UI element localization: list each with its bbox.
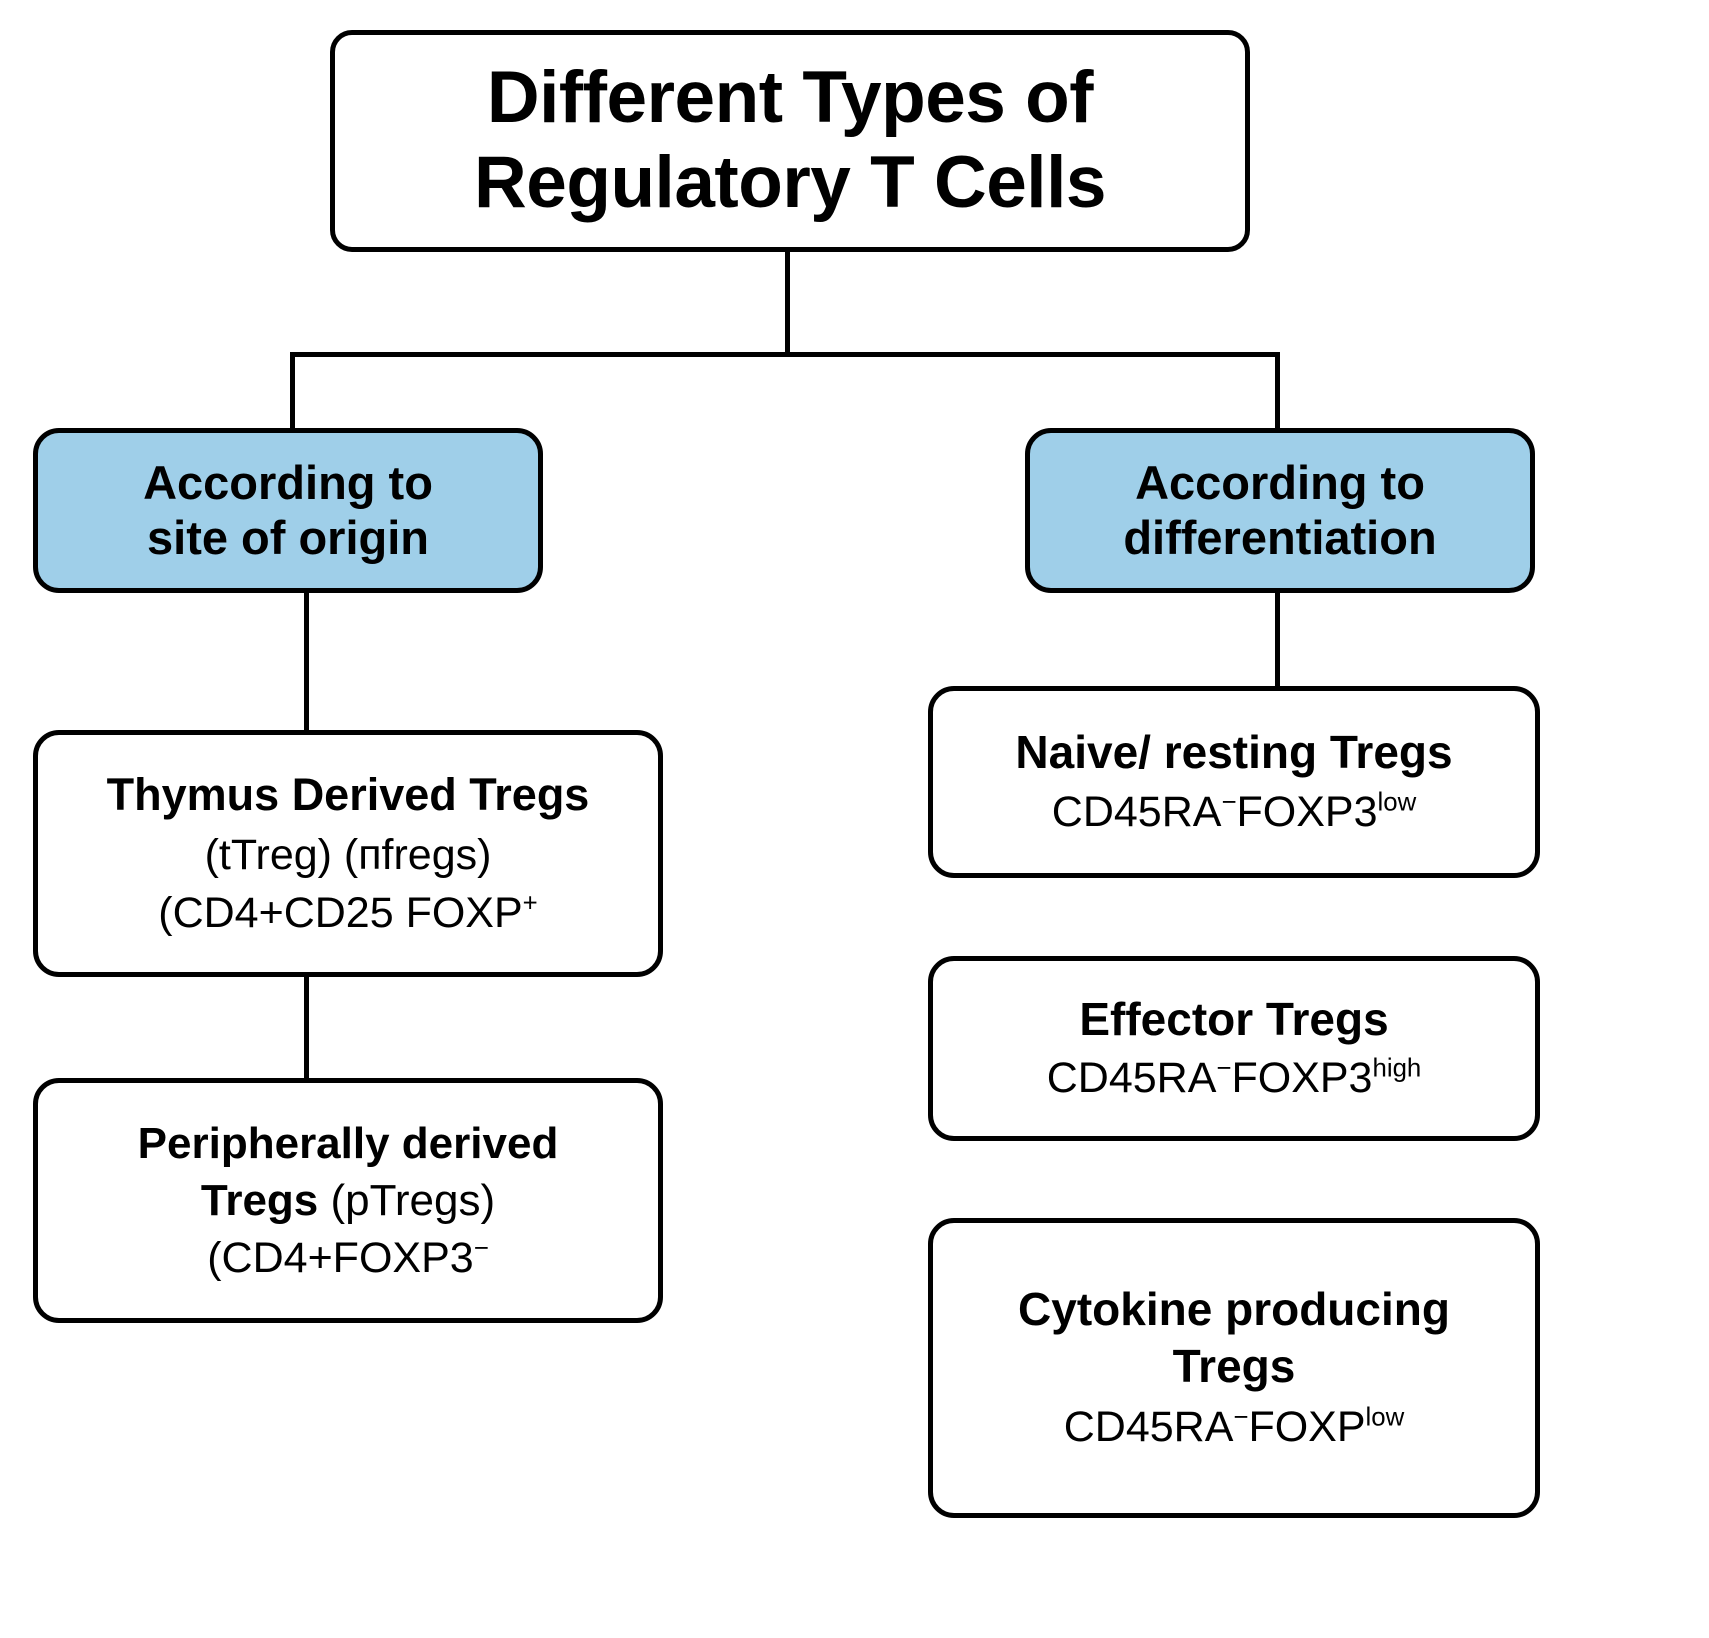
page-title-line-2: Regulatory T Cells [474, 142, 1106, 223]
cytokine-tregs-marker-sup-1: − [1233, 1404, 1249, 1433]
cytokine-tregs-title-line-1: Cytokine producing [1018, 1282, 1450, 1335]
peripheral-tregs-title-line-1: Peripherally derived [137, 1118, 559, 1168]
effector-tregs-title: Effector Tregs [1079, 992, 1389, 1045]
thymus-tregs-title: Thymus Derived Tregs [106, 768, 590, 820]
category-origin-line-2: site of origin [147, 510, 429, 564]
cytokine-tregs-marker-sup-2: low [1365, 1404, 1405, 1433]
effector-tregs-marker-mid: FOXP3 [1231, 1054, 1373, 1103]
cytokine-tregs-marker-mid: FOXP [1248, 1403, 1366, 1452]
peripheral-tregs-markers-superscript: − [473, 1234, 489, 1263]
connector-thymus-to-peripheral [304, 975, 309, 1080]
category-differentiation-line-1: According to [1135, 455, 1425, 509]
node-cytokine-producing-tregs[interactable]: Cytokine producing Tregs CD45RA−FOXPlow [928, 1218, 1540, 1518]
node-peripherally-derived-tregs[interactable]: Peripherally derived Tregs (pTregs) (CD4… [33, 1078, 663, 1323]
category-box-site-of-origin[interactable]: According to site of origin [33, 428, 543, 593]
effector-tregs-markers: CD45RA−FOXP3high [1047, 1054, 1422, 1104]
cytokine-tregs-title-line-2: Tregs [1172, 1340, 1296, 1393]
connector-bus-to-origin [290, 352, 295, 430]
thymus-tregs-markers-superscript: + [522, 889, 538, 918]
peripheral-tregs-title-line-2: Tregs (pTregs) [201, 1175, 495, 1226]
connector-title-stem [785, 252, 790, 355]
naive-tregs-markers: CD45RA−FOXP3low [1052, 788, 1416, 838]
naive-tregs-marker-sup-2: low [1377, 788, 1417, 817]
diagram-title-box: Different Types of Regulatory T Cells [330, 30, 1250, 252]
connector-horizontal-bus [290, 352, 1280, 357]
category-differentiation-line-2: differentiation [1123, 510, 1437, 564]
thymus-tregs-markers: (CD4+CD25 FOXP+ [158, 889, 538, 939]
naive-tregs-title: Naive/ resting Tregs [1015, 726, 1453, 779]
peripheral-tregs-markers: (CD4+FOXP3− [207, 1234, 489, 1284]
thymus-tregs-abbrev: (tTreg) (ᴨfregs) [204, 830, 492, 879]
connector-differentiation-to-naive [1275, 593, 1280, 688]
category-box-differentiation[interactable]: According to differentiation [1025, 428, 1535, 593]
peripheral-tregs-abbrev: (pTregs) [330, 1175, 496, 1225]
cytokine-tregs-marker-prefix: CD45RA [1063, 1403, 1234, 1452]
effector-tregs-marker-sup-2: high [1372, 1054, 1422, 1083]
category-origin-line-1: According to [143, 455, 433, 509]
node-thymus-derived-tregs[interactable]: Thymus Derived Tregs (tTreg) (ᴨfregs) (C… [33, 730, 663, 977]
connector-origin-to-thymus [304, 593, 309, 733]
naive-tregs-marker-prefix: CD45RA [1051, 787, 1222, 836]
cytokine-tregs-markers: CD45RA−FOXPlow [1064, 1403, 1405, 1453]
effector-tregs-marker-sup-1: − [1216, 1054, 1232, 1083]
peripheral-tregs-markers-main: (CD4+FOXP3 [207, 1233, 474, 1282]
naive-tregs-marker-sup-1: − [1221, 788, 1237, 817]
page-title-line-1: Different Types of [486, 57, 1094, 139]
connector-bus-to-differentiation [1275, 352, 1280, 430]
node-naive-resting-tregs[interactable]: Naive/ resting Tregs CD45RA−FOXP3low [928, 686, 1540, 878]
naive-tregs-marker-mid: FOXP3 [1236, 787, 1378, 836]
node-effector-tregs[interactable]: Effector Tregs CD45RA−FOXP3high [928, 956, 1540, 1141]
peripheral-tregs-title-bold: Tregs [200, 1175, 331, 1225]
thymus-tregs-markers-main: (CD4+CD25 FOXP [158, 888, 523, 937]
effector-tregs-marker-prefix: CD45RA [1046, 1054, 1217, 1103]
